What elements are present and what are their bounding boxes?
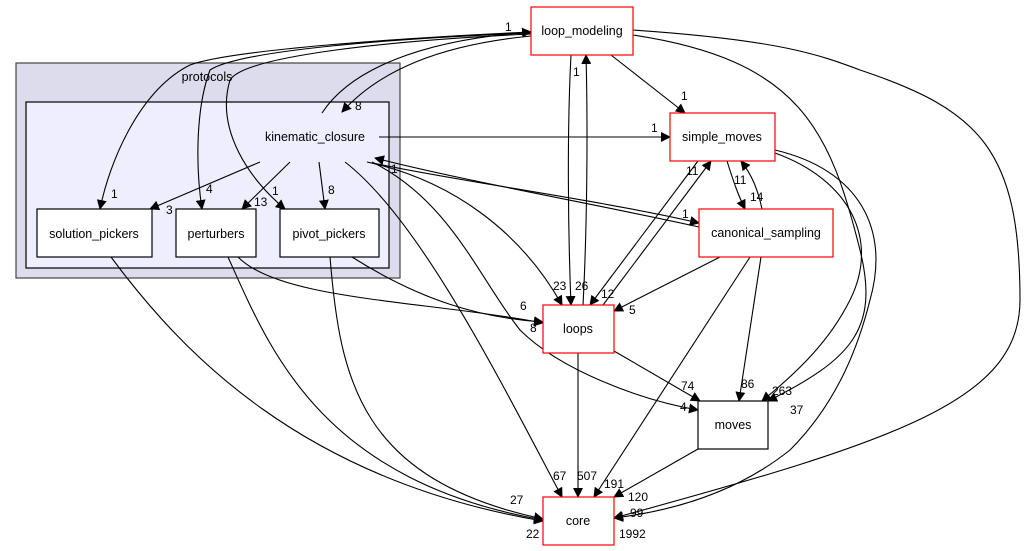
edge-label: 4 xyxy=(680,400,687,414)
edge-kc-to-loops xyxy=(366,161,563,306)
edge-kc-to-pivot-pickers xyxy=(318,161,329,210)
edge-label: 26 xyxy=(575,279,589,293)
edges xyxy=(96,27,1021,525)
moves-label: moves xyxy=(715,418,752,432)
edge-loop-modeling-to-pivot-pickers xyxy=(225,33,532,210)
node-moves[interactable]: moves xyxy=(697,400,769,450)
edge-loop-modeling-to-core xyxy=(613,29,1021,521)
edge-label: 1 xyxy=(681,89,688,103)
edge-label: 4 xyxy=(206,182,213,196)
edge-simple-moves-to-moves xyxy=(761,152,863,402)
cluster-protocols-label: protocols xyxy=(182,70,233,84)
edge-loop-modeling-to-solution-pickers xyxy=(96,31,532,210)
edge-label: 3 xyxy=(166,203,173,217)
edge-perturbers-to-loops xyxy=(237,256,544,327)
edge-loop-modeling-to-simple-moves xyxy=(610,54,686,114)
edge-moves-to-core xyxy=(613,448,699,498)
edge-loop-modeling-to-perturbers xyxy=(195,32,532,210)
edge-label: 191 xyxy=(604,477,624,491)
edge-label: 5 xyxy=(629,303,636,317)
edge-loop-modeling-to-kc xyxy=(341,35,532,113)
edge-label: 27 xyxy=(510,493,524,507)
edge-simple-moves-to-canonical-sampling xyxy=(726,160,746,210)
edge-label: 1 xyxy=(111,187,118,201)
edge-label: 1992 xyxy=(619,527,646,541)
edge-label: 1 xyxy=(651,121,658,135)
edge-canonical-sampling-to-core xyxy=(593,256,751,498)
edge-label: 99 xyxy=(630,506,644,520)
core-label: core xyxy=(566,514,590,528)
edge-label: 8 xyxy=(530,321,537,335)
edge-solution-pickers-to-core xyxy=(110,256,544,525)
node-loops[interactable]: loops xyxy=(542,304,615,354)
canonical-sampling-label: canonical_sampling xyxy=(711,226,821,240)
node-loop-modeling[interactable]: loop_modeling xyxy=(530,6,634,56)
kinematic-closure-label: kinematic_closure xyxy=(265,130,365,144)
pivot-pickers-label: pivot_pickers xyxy=(293,227,366,241)
edge-label: 263 xyxy=(772,384,792,398)
edge-label: 120 xyxy=(628,490,648,504)
simple-moves-label: simple_moves xyxy=(682,130,762,144)
edge-loop-modeling-to-moves xyxy=(632,34,867,402)
edge-label: 23 xyxy=(553,279,567,293)
edge-label: 8 xyxy=(355,99,362,113)
edge-loops-to-loop-modeling xyxy=(581,54,592,306)
node-perturbers[interactable]: perturbers xyxy=(175,208,257,258)
edge-label: 11 xyxy=(686,164,699,178)
edge-loops-to-moves xyxy=(613,350,701,402)
loop-modeling-label: loop_modeling xyxy=(541,24,622,38)
solution-pickers-label: solution_pickers xyxy=(49,227,139,241)
edge-canonical-sampling-to-kc xyxy=(374,155,700,228)
edge-canonical-sampling-to-moves xyxy=(735,256,762,402)
perturbers-label: perturbers xyxy=(188,227,245,241)
edge-kc-to-canonical-sampling xyxy=(372,162,700,226)
edge-label: 1 xyxy=(505,20,512,34)
edge-label: 22 xyxy=(526,527,540,541)
edge-loops-to-simple-moves xyxy=(602,160,712,306)
edge-label: 14 xyxy=(750,190,764,204)
edge-label: 86 xyxy=(741,377,755,391)
loops-label: loops xyxy=(563,322,593,336)
node-pivot-pickers[interactable]: pivot_pickers xyxy=(279,208,380,258)
edge-label: 1 xyxy=(573,65,580,79)
edge-pivot-pickers-to-loops xyxy=(351,256,544,327)
edge-label: 67 xyxy=(553,469,567,483)
edge-pivot-pickers-to-core xyxy=(329,256,544,523)
edge-label: 11 xyxy=(734,173,747,187)
node-core[interactable]: core xyxy=(542,496,615,546)
node-canonical-sampling[interactable]: canonical_sampling xyxy=(698,208,834,258)
edge-kc-to-perturbers xyxy=(241,161,291,210)
edge-label: 8 xyxy=(328,183,335,197)
edge-kc-to-moves xyxy=(371,161,699,414)
edge-label: 12 xyxy=(601,287,615,301)
edge-label: 507 xyxy=(577,469,597,483)
edge-simple-moves-to-core xyxy=(613,149,877,522)
edge-label: 1 xyxy=(682,207,689,221)
edge-perturbers-to-core xyxy=(227,256,544,524)
edge-label: 13 xyxy=(254,195,268,209)
node-simple-moves[interactable]: simple_moves xyxy=(669,112,776,162)
edge-label: 1 xyxy=(391,162,398,176)
edge-labels: 1 8 1 4 3 13 1 8 1 1 1 1 11 11 14 1 23 2… xyxy=(111,20,804,541)
edge-label: 6 xyxy=(520,299,527,313)
edge-loop-modeling-to-loops xyxy=(565,54,576,306)
edge-canonical-sampling-to-simple-moves xyxy=(740,160,763,210)
edge-kc-to-solution-pickers xyxy=(149,161,261,211)
edge-label: 1 xyxy=(272,184,279,198)
edge-label: 74 xyxy=(681,379,695,393)
edge-simple-moves-to-loops xyxy=(589,160,699,306)
edge-canonical-sampling-to-loops xyxy=(613,256,721,312)
edge-label: 37 xyxy=(790,403,804,417)
node-solution-pickers[interactable]: solution_pickers xyxy=(36,208,153,258)
